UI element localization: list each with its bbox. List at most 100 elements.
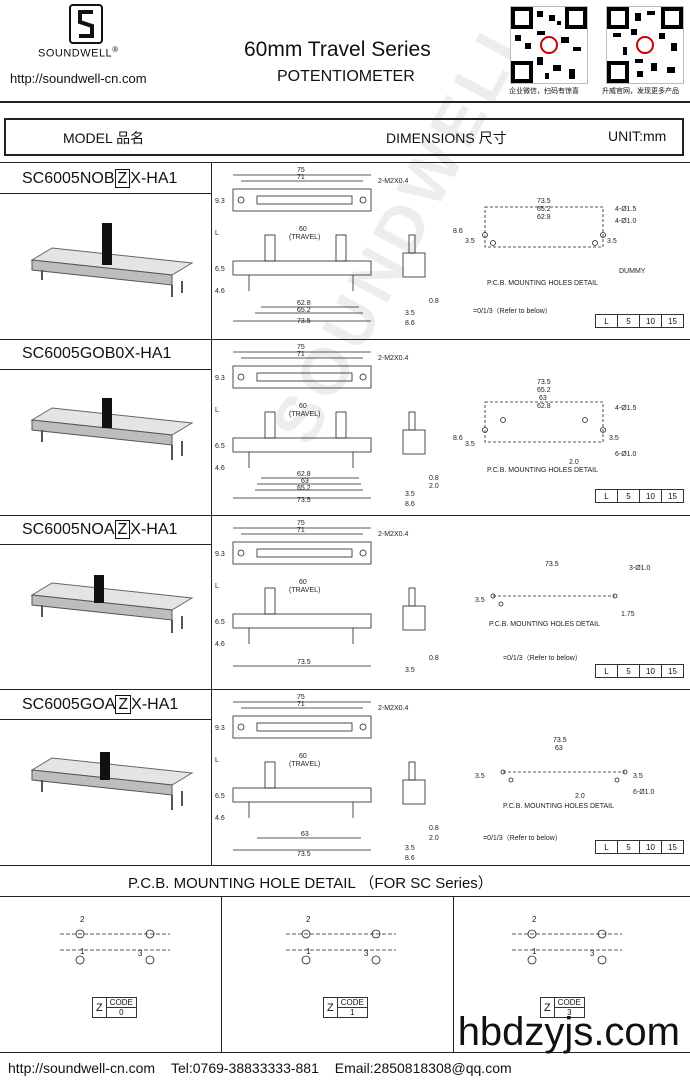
- grid-line: [0, 515, 690, 516]
- product-photo: [22, 205, 202, 325]
- svg-text:2.0: 2.0: [569, 459, 579, 466]
- svg-text:3.5: 3.5: [475, 773, 485, 780]
- svg-text:4.6: 4.6: [215, 288, 225, 295]
- product-photo: [22, 380, 202, 500]
- svg-text:1: 1: [306, 947, 311, 956]
- svg-text:73.5: 73.5: [545, 561, 559, 568]
- svg-text:(TRAVEL): (TRAVEL): [289, 411, 320, 418]
- svg-text:73.5: 73.5: [537, 379, 551, 386]
- svg-text:3.5: 3.5: [405, 667, 415, 674]
- svg-text:3.5: 3.5: [609, 435, 619, 442]
- svg-text:(TRAVEL): (TRAVEL): [289, 234, 320, 241]
- svg-text:4.6: 4.6: [215, 465, 225, 472]
- svg-text:8.6: 8.6: [453, 228, 463, 235]
- svg-text:65.2: 65.2: [537, 387, 551, 394]
- product-photo: [22, 730, 202, 850]
- svg-text:2-M2X0.4: 2-M2X0.4: [378, 531, 408, 538]
- svg-text:71: 71: [297, 174, 305, 181]
- svg-text:L: L: [215, 583, 219, 590]
- svg-text:P.C.B. MOUNTING HOLES DETAIL: P.C.B. MOUNTING HOLES DETAIL: [489, 621, 600, 628]
- grid-line: [0, 896, 690, 897]
- svg-text:9.3: 9.3: [215, 551, 225, 558]
- grid-line: [0, 719, 211, 720]
- svg-text:65.2: 65.2: [297, 485, 311, 492]
- svg-text:73.5: 73.5: [297, 851, 311, 858]
- svg-text:4-Ø1.5: 4-Ø1.5: [615, 206, 637, 213]
- svg-text:60: 60: [299, 579, 307, 586]
- svg-text:3.5: 3.5: [405, 491, 415, 498]
- header-url[interactable]: http://soundwell-cn.com: [10, 71, 147, 86]
- svg-text:4.6: 4.6: [215, 641, 225, 648]
- svg-text:9.3: 9.3: [215, 198, 225, 205]
- site-watermark: hbdzyjs.com: [457, 1010, 680, 1054]
- svg-text:2: 2: [80, 915, 85, 924]
- svg-text:71: 71: [297, 351, 305, 358]
- svg-text:75: 75: [297, 344, 305, 351]
- qr-caption-wechat: 企业微信，扫码有惊喜: [509, 88, 579, 95]
- svg-text:0.8: 0.8: [429, 475, 439, 482]
- svg-text:DUMMY: DUMMY: [619, 268, 646, 275]
- grid-line: [0, 865, 690, 866]
- grid-line: [0, 544, 211, 545]
- soundwell-logo: [60, 4, 112, 44]
- svg-text:3.5: 3.5: [405, 310, 415, 317]
- svg-text:60: 60: [299, 403, 307, 410]
- svg-text:3: 3: [364, 949, 369, 958]
- svg-text:65.2: 65.2: [297, 307, 311, 314]
- svg-text:(TRAVEL): (TRAVEL): [289, 761, 320, 768]
- svg-text:73.5: 73.5: [297, 318, 311, 325]
- grid-line: [0, 1052, 690, 1053]
- svg-text:L: L: [215, 407, 219, 414]
- dimensions-column-header: DIMENSIONS 尺寸: [386, 130, 507, 146]
- svg-text:P.C.B. MOUNTING HOLES DETAIL: P.C.B. MOUNTING HOLES DETAIL: [487, 280, 598, 287]
- svg-text:2.0: 2.0: [429, 483, 439, 490]
- footer: http://soundwell-cn.com Tel:0769-3883333…: [0, 1060, 690, 1076]
- svg-text:6.5: 6.5: [215, 443, 225, 450]
- svg-text:L: L: [215, 230, 219, 237]
- svg-text:2: 2: [532, 915, 537, 924]
- grid-line: [0, 689, 690, 690]
- svg-text:3.5: 3.5: [607, 238, 617, 245]
- svg-text:3: 3: [590, 949, 595, 958]
- brand-name: SOUNDWELL®: [38, 45, 119, 60]
- grid-line: [221, 896, 222, 1052]
- qr-code-website: [606, 6, 684, 84]
- grid-line: [453, 896, 454, 1052]
- svg-text:65.2: 65.2: [537, 206, 551, 213]
- grid-line: [0, 339, 690, 340]
- svg-text:4.6: 4.6: [215, 815, 225, 822]
- svg-text:60: 60: [299, 753, 307, 760]
- svg-text:71: 71: [297, 527, 305, 534]
- svg-text:2.0: 2.0: [575, 793, 585, 800]
- grid-line: [0, 369, 211, 370]
- svg-text:63: 63: [539, 395, 547, 402]
- svg-text:6-Ø1.0: 6-Ø1.0: [615, 451, 637, 458]
- svg-text:75: 75: [297, 520, 305, 527]
- svg-text:3.5: 3.5: [405, 845, 415, 852]
- svg-text:(TRAVEL): (TRAVEL): [289, 587, 320, 594]
- footer-email[interactable]: Email:2850818308@qq.com: [334, 1060, 512, 1076]
- unit-label: UNIT:mm: [608, 128, 667, 144]
- svg-text:6.5: 6.5: [215, 619, 225, 626]
- svg-text:71: 71: [297, 701, 305, 708]
- product-photo: [22, 555, 202, 675]
- svg-text:=0/1/3（Refer to below）: =0/1/3（Refer to below）: [503, 654, 582, 662]
- svg-text:63: 63: [301, 831, 309, 838]
- svg-text:3-Ø1.0: 3-Ø1.0: [629, 565, 651, 572]
- svg-text:1: 1: [80, 947, 85, 956]
- model-column-header: MODEL 品名: [63, 130, 145, 146]
- footer-url[interactable]: http://soundwell-cn.com: [8, 1060, 156, 1076]
- svg-text:6.5: 6.5: [215, 793, 225, 800]
- footer-tel: Tel:0769-38833333-881: [170, 1060, 319, 1076]
- svg-text:8.6: 8.6: [453, 435, 463, 442]
